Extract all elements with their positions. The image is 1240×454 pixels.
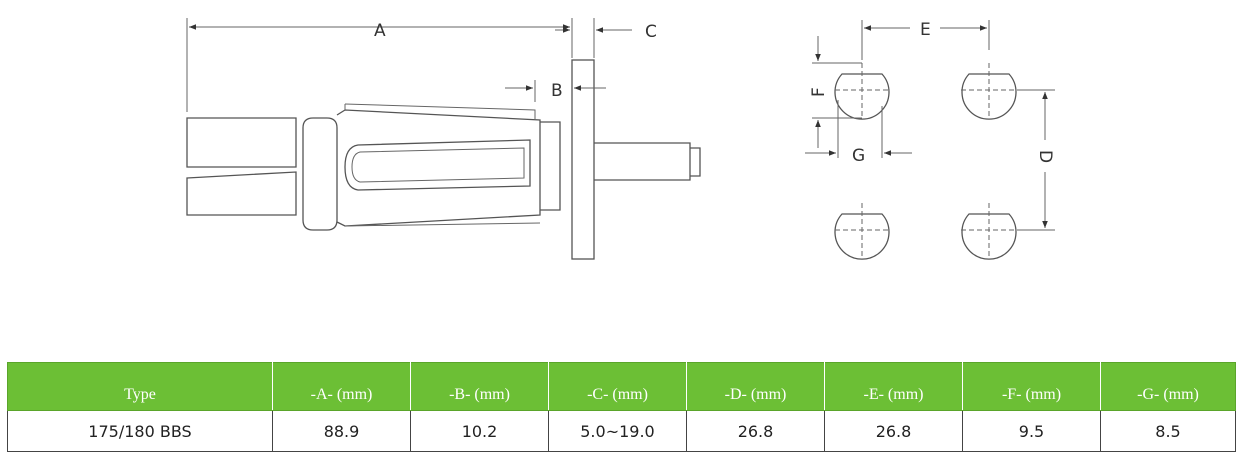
label-d: D (1035, 150, 1055, 163)
label-e: E (920, 20, 931, 40)
cell-a: 88.9 (272, 410, 411, 452)
cell-e: 26.8 (824, 410, 963, 452)
cell-c: 5.0~19.0 (548, 410, 687, 452)
spec-table: Type -A- (mm) -B- (mm) -C- (mm) -D- (mm)… (7, 362, 1236, 452)
dimension-b: B (505, 80, 606, 102)
dimension-a: A (186, 18, 573, 112)
connector-side-view (186, 59, 701, 260)
hole-pattern-view: E F G D (805, 20, 1055, 260)
header-type: Type (7, 362, 273, 411)
hole-bottom-left (834, 203, 890, 260)
dimension-d: D (1017, 89, 1055, 231)
hole-top-left (834, 63, 890, 120)
cell-g: 8.5 (1100, 410, 1236, 452)
connector-dimension-drawing: A C B (186, 18, 1055, 260)
cell-type: 175/180 BBS (7, 410, 273, 452)
header-f: -F- (mm) (962, 362, 1101, 411)
dimension-f: F (809, 36, 862, 148)
table-header-row: Type -A- (mm) -B- (mm) -C- (mm) -D- (mm)… (7, 362, 1236, 411)
header-b: -B- (mm) (410, 362, 549, 411)
label-f: F (809, 87, 829, 97)
label-g: G (852, 146, 865, 166)
header-a: -A- (mm) (272, 362, 411, 411)
dimension-c: C (555, 18, 657, 58)
table-row: 175/180 BBS 88.9 10.2 5.0~19.0 26.8 26.8… (7, 410, 1236, 452)
dimension-g: G (805, 100, 912, 166)
hole-top-right (961, 63, 1017, 120)
label-c: C (645, 22, 657, 42)
header-e: -E- (mm) (824, 362, 963, 411)
hole-bottom-right (961, 203, 1017, 260)
label-a: A (374, 21, 386, 41)
cell-d: 26.8 (686, 410, 825, 452)
label-b: B (551, 81, 563, 101)
dimension-e: E (861, 20, 990, 60)
cell-f: 9.5 (962, 410, 1101, 452)
header-c: -C- (mm) (548, 362, 687, 411)
header-d: -D- (mm) (686, 362, 825, 411)
cell-b: 10.2 (410, 410, 549, 452)
header-g: -G- (mm) (1100, 362, 1236, 411)
